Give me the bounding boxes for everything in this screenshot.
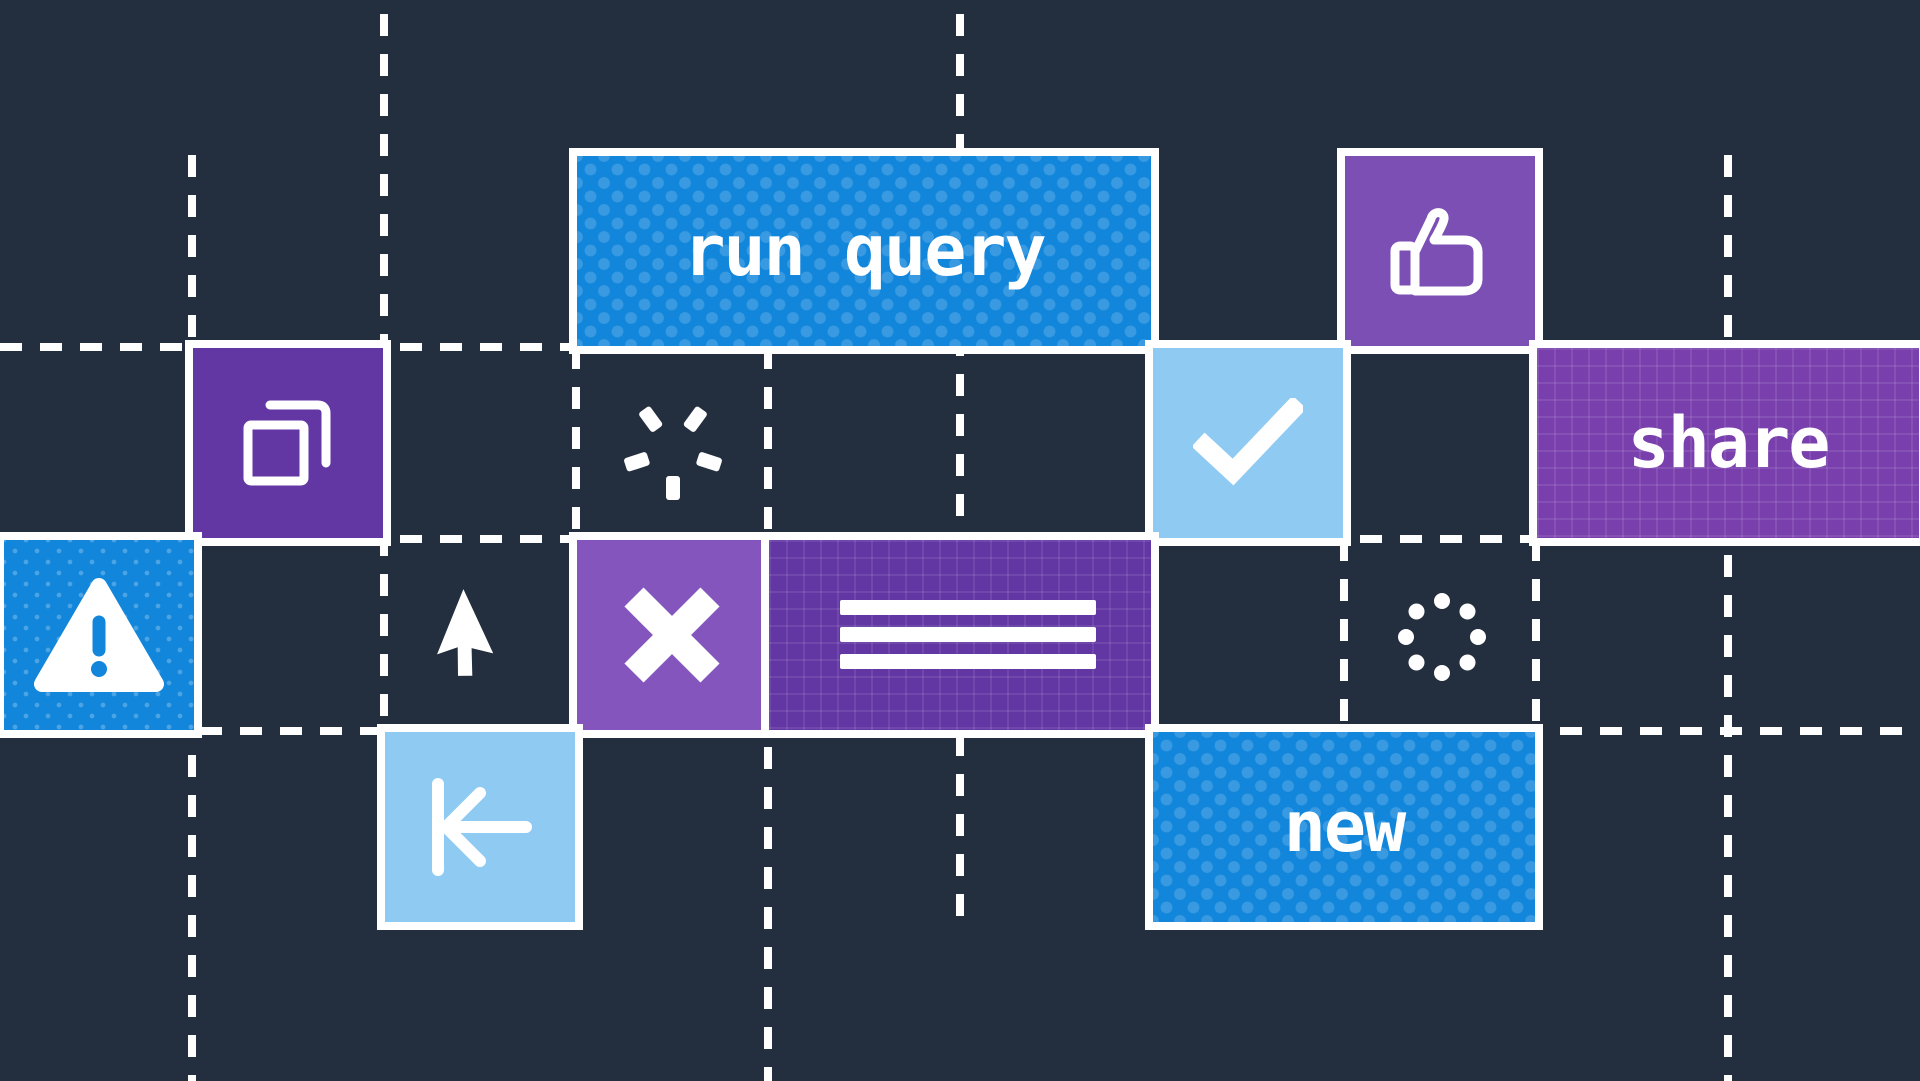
spinner-dots-icon <box>1395 590 1489 684</box>
copy-button[interactable] <box>185 340 391 546</box>
cursor-arrow-icon <box>428 588 538 698</box>
warning-triangle-icon <box>34 576 164 694</box>
new-button[interactable]: new <box>1145 724 1543 930</box>
new-label: new <box>1283 786 1406 868</box>
skip-to-start-icon <box>422 774 538 880</box>
x-icon <box>617 580 727 690</box>
check-icon <box>1193 398 1303 488</box>
warning-button[interactable] <box>0 532 202 738</box>
run-query-label: run query <box>683 210 1046 292</box>
grid-vline-7 <box>1532 539 1540 731</box>
hamburger-icon <box>840 600 1096 670</box>
like-button[interactable] <box>1337 148 1543 354</box>
grid-vline-6 <box>1340 539 1348 731</box>
share-label: share <box>1627 402 1831 484</box>
grid-vline-5 <box>956 14 964 923</box>
close-button[interactable] <box>569 532 775 738</box>
skip-to-start-button[interactable] <box>377 724 583 930</box>
grid-vline-8 <box>1724 155 1732 1081</box>
share-button[interactable]: share <box>1529 340 1920 546</box>
loading-spark-icon <box>613 390 733 510</box>
run-query-button[interactable]: run query <box>569 148 1159 354</box>
menu-button[interactable] <box>761 532 1159 738</box>
copy-icon <box>238 393 338 493</box>
confirm-button[interactable] <box>1145 340 1351 546</box>
thumbs-up-icon <box>1390 206 1490 296</box>
